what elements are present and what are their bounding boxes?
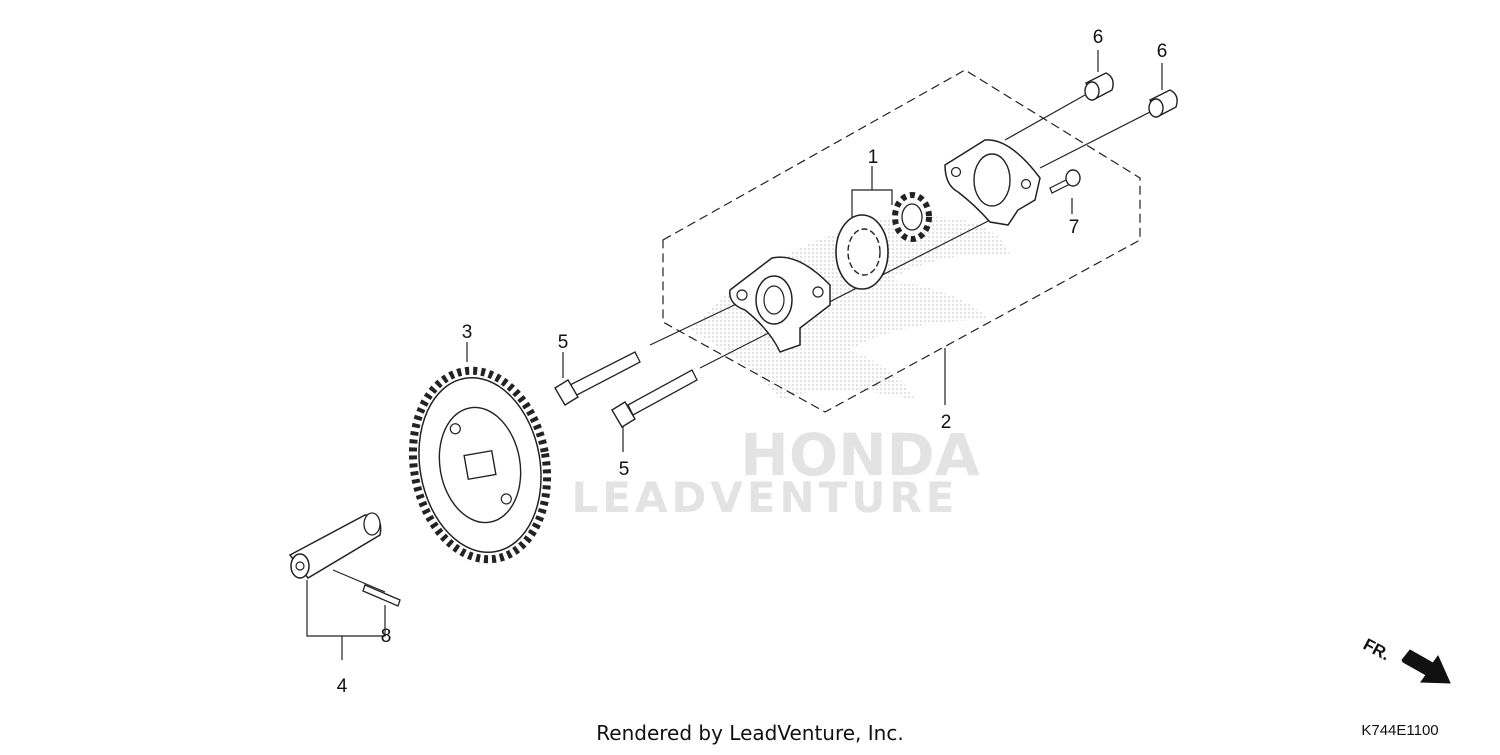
- pump-cover-front-icon: [729, 256, 831, 353]
- callout-5b: 5: [619, 459, 630, 480]
- watermark: HONDA LEADVENTURE: [572, 216, 1010, 522]
- front-arrow-icon: [1401, 649, 1451, 684]
- direction-label: FR.: [1360, 635, 1393, 665]
- callout-5a: 5: [558, 332, 569, 353]
- callouts: 6 6 1 7 2 3 5 5 8 4: [337, 27, 1168, 697]
- screw-icon: [1049, 169, 1081, 194]
- bolt-short-icon: [611, 369, 698, 428]
- inner-rotor-icon: [892, 192, 932, 242]
- front-direction-indicator: FR.: [1360, 635, 1451, 684]
- dowel-pin-right-icon: [1148, 89, 1178, 118]
- callout-6a: 6: [1093, 27, 1104, 48]
- callout-3: 3: [462, 322, 473, 343]
- render-credit: Rendered by LeadVenture, Inc.: [596, 721, 903, 745]
- bolt-long-icon: [554, 351, 641, 406]
- callout-6b: 6: [1157, 41, 1168, 62]
- wing-watermark-icon: [690, 216, 1010, 400]
- diagram-code: K744E1100: [1361, 722, 1438, 739]
- dowel-pin-left-icon: [1084, 72, 1114, 101]
- callout-8: 8: [381, 626, 392, 647]
- watermark-brand: HONDA: [740, 421, 980, 489]
- outer-rotor-icon: [835, 214, 889, 290]
- callout-7: 7: [1069, 217, 1080, 238]
- shaft-icon: [288, 512, 382, 579]
- callout-2: 2: [941, 412, 952, 433]
- drive-gear-icon: [408, 366, 552, 564]
- leader-lines: [306, 50, 1163, 660]
- callout-4: 4: [337, 676, 348, 697]
- watermark-vendor: LEADVENTURE: [572, 473, 959, 522]
- callout-1: 1: [868, 147, 879, 168]
- pump-body-rear-icon: [944, 139, 1041, 226]
- pin-icon: [362, 584, 401, 607]
